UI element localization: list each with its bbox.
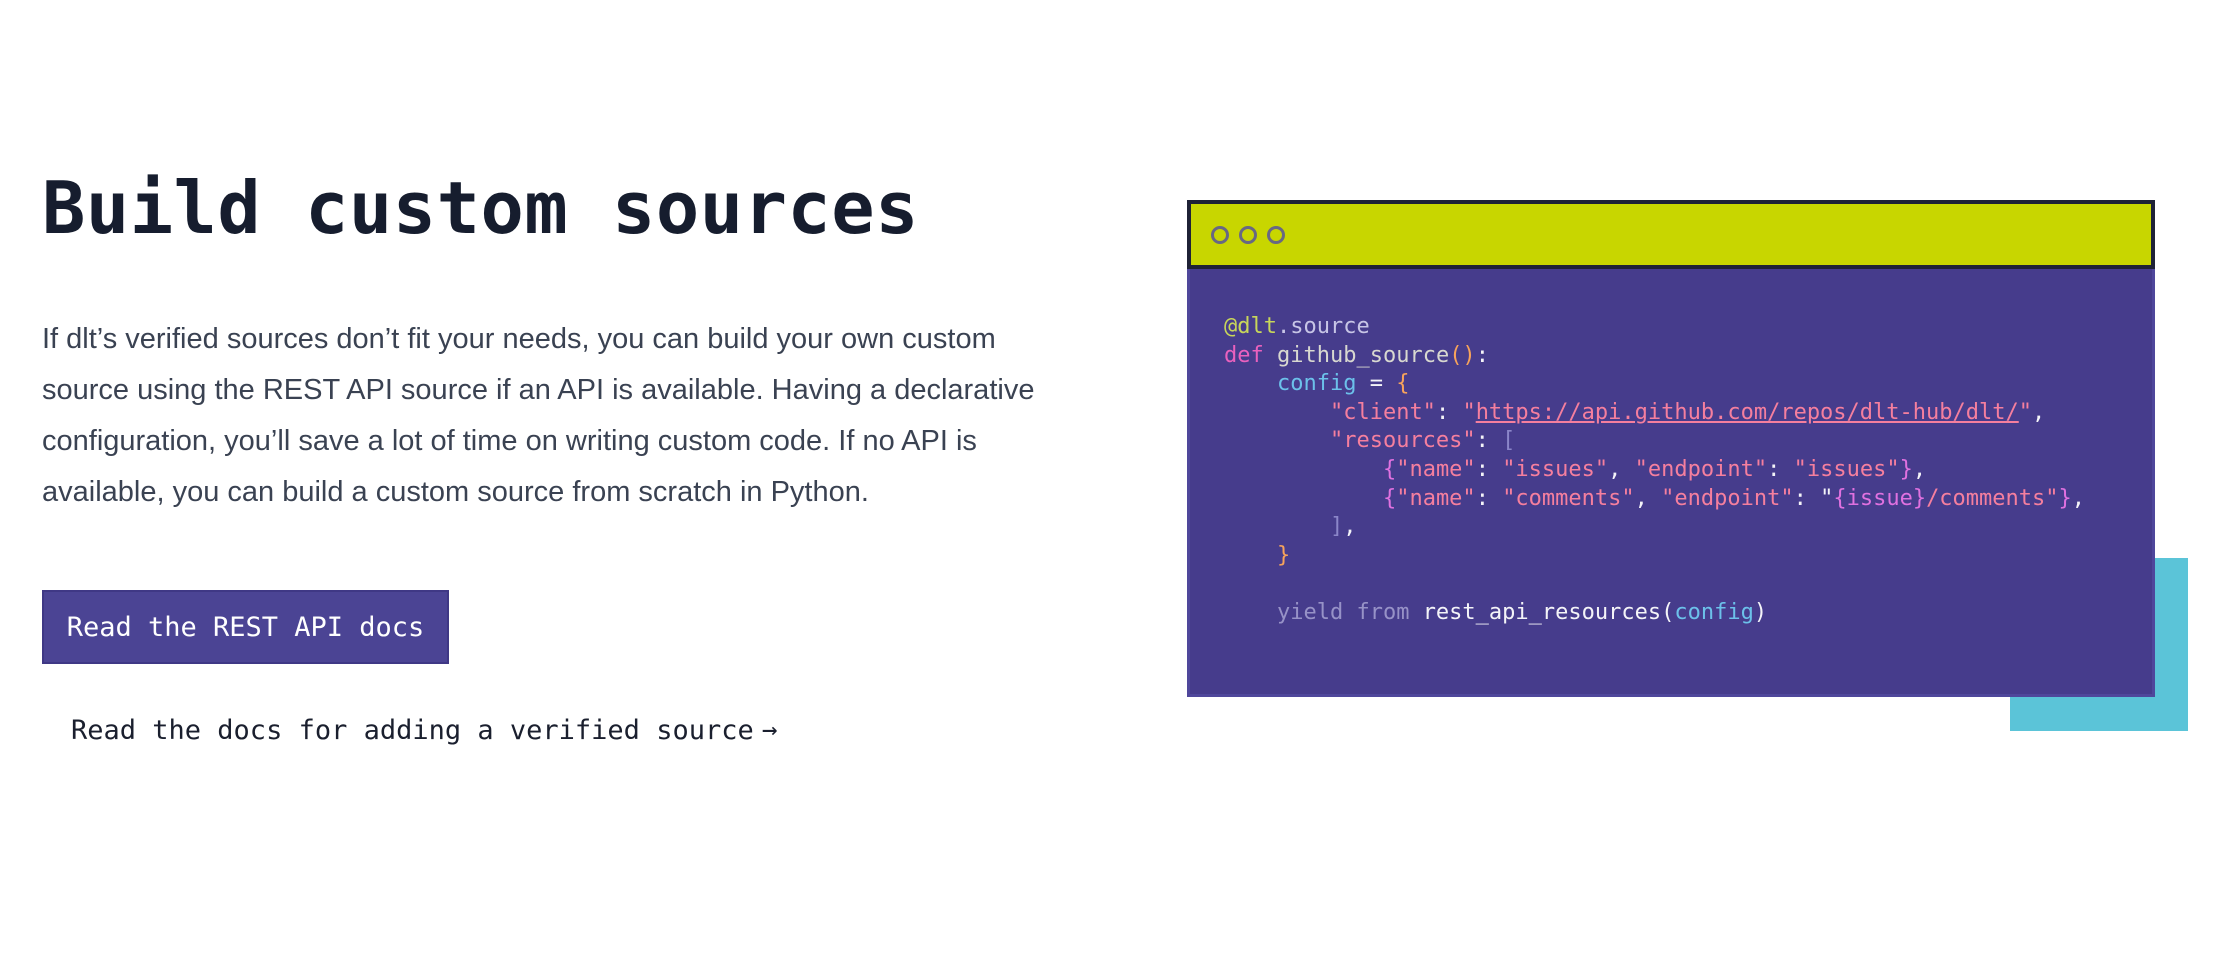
code-window-header	[1187, 200, 2155, 269]
code-token: ,	[2032, 399, 2046, 425]
code-token: yield from	[1276, 599, 1410, 625]
code-token: "	[2018, 399, 2032, 425]
code-token: (	[1661, 599, 1675, 625]
code-token: :	[1475, 428, 1503, 454]
code-token: ,	[2071, 485, 2086, 511]
section-description: If dlt’s verified sources don’t fit your…	[42, 323, 1035, 508]
code-token: ,	[1608, 456, 1635, 482]
code-token: "issues"	[1793, 456, 1900, 482]
code-token: =	[1356, 371, 1397, 397]
code-token: .source	[1276, 314, 1370, 339]
code-token: "name"	[1396, 485, 1476, 511]
code-token: ,	[1912, 456, 1927, 482]
code-token: "name"	[1396, 456, 1476, 482]
code-token: )	[1753, 599, 1768, 625]
code-token: :	[1475, 456, 1503, 482]
verified-source-docs-link[interactable]: Read the docs for adding a verified sour…	[71, 708, 777, 752]
code-token: config	[1674, 599, 1754, 625]
read-rest-api-docs-button[interactable]: Read the REST API docs	[42, 590, 449, 664]
code-token: :	[1475, 485, 1503, 511]
code-token: github_source	[1277, 342, 1450, 368]
code-token: {	[1396, 371, 1410, 397]
code-token: "client"	[1329, 399, 1436, 425]
arrow-right-icon: →	[761, 715, 778, 745]
code-token: :	[1767, 456, 1794, 482]
code-token: :	[1793, 485, 1821, 511]
verified-source-docs-label: Read the docs for adding a verified sour…	[71, 714, 754, 746]
code-token: }	[2058, 485, 2072, 511]
code-token: "endpoint"	[1634, 456, 1768, 482]
section-title: Build custom sources	[42, 166, 919, 250]
code-token: @dlt	[1224, 314, 1277, 339]
window-dot-icon	[1239, 225, 1257, 244]
code-token: [	[1502, 428, 1516, 454]
code-window: @dlt.source def github_source(): config …	[1187, 200, 2155, 697]
code-snippet: @dlt.source def github_source(): config …	[1224, 313, 2142, 628]
code-token: ]	[1329, 514, 1344, 540]
code-token: "	[1820, 485, 1834, 511]
code-token: :	[1435, 399, 1463, 425]
code-token: "issues"	[1502, 456, 1609, 482]
code-token: "resources"	[1329, 428, 1476, 454]
code-token: ()	[1449, 342, 1476, 368]
code-token: {issue}	[1833, 485, 1927, 511]
intro-section: Build custom sources If dlt’s verified s…	[42, 160, 1052, 518]
code-token: "endpoint"	[1661, 485, 1794, 511]
read-rest-api-docs-label: Read the REST API docs	[66, 611, 425, 643]
code-token: ,	[1343, 514, 1357, 540]
code-token: "comments"	[1502, 485, 1635, 511]
code-token: rest_api_resources	[1422, 599, 1662, 625]
code-token: {	[1382, 485, 1397, 511]
code-token: }	[1899, 456, 1913, 482]
code-token: /comments"	[1926, 485, 2059, 511]
code-token: :	[1475, 342, 1489, 368]
window-dot-icon	[1267, 225, 1285, 244]
client-url-link[interactable]: https://api.github.com/repos/dlt-hub/dlt…	[1475, 399, 2019, 425]
code-token: ,	[1634, 485, 1662, 511]
code-token: {	[1382, 456, 1397, 482]
window-dot-icon	[1211, 225, 1229, 244]
code-token: "	[1462, 399, 1476, 425]
code-token: config	[1276, 371, 1357, 397]
code-token: def	[1224, 342, 1264, 368]
code-token: }	[1276, 542, 1291, 568]
